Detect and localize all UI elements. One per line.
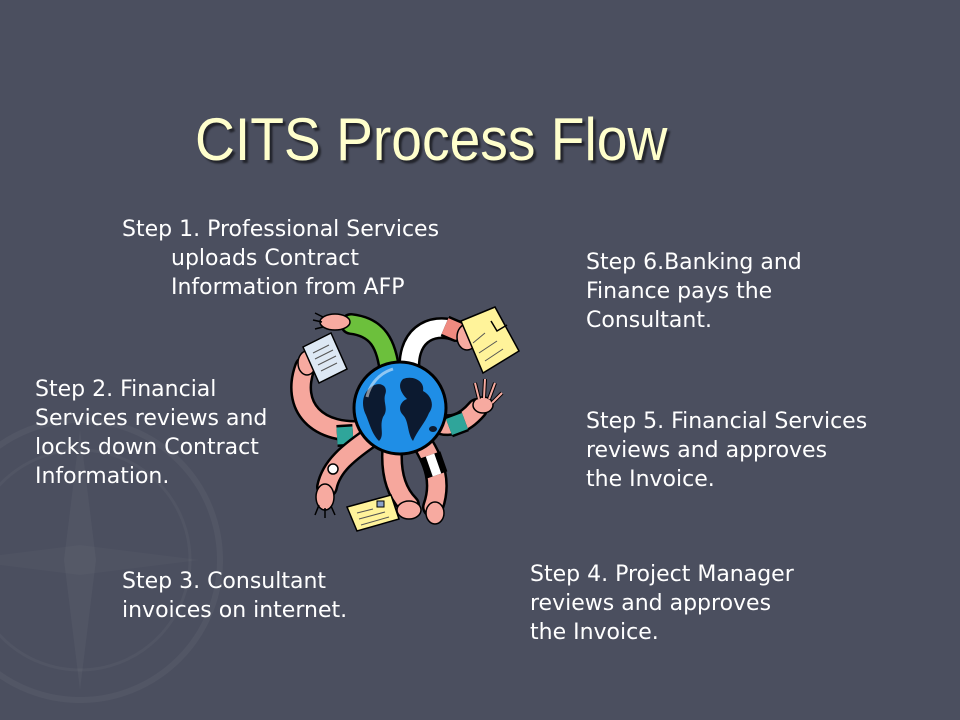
step-6-line: Consultant.	[586, 308, 712, 333]
step-4-line: Step 4. Project Manager	[530, 562, 794, 587]
bottom-left-hand	[314, 483, 336, 518]
step-1-line: Step 1. Professional Services	[122, 217, 440, 242]
bottom-right-hand	[425, 501, 445, 525]
step-4-line: reviews and approves	[530, 591, 772, 616]
yellow-document-icon	[460, 306, 521, 375]
bottom-hand	[396, 500, 422, 520]
globe-continent	[363, 384, 386, 441]
step-6-line: Finance pays the	[586, 279, 773, 304]
documents	[302, 306, 521, 532]
globe-continent	[400, 377, 432, 441]
globe-icon	[352, 360, 448, 456]
step-1-line: uploads Contract	[171, 246, 360, 271]
step-5-line: the Invoice.	[586, 467, 715, 492]
step-3-line: Step 3. Consultant	[122, 569, 327, 594]
step-2-line: Services reviews and	[35, 406, 268, 431]
left-arm	[290, 356, 381, 447]
top-left-hand	[312, 312, 351, 331]
step-5-line: reviews and approves	[586, 438, 828, 463]
step-6-text: Step 6.Banking and Finance pays the Cons…	[586, 248, 802, 335]
step-1-line: Information from AFP	[171, 275, 405, 300]
step-2-line: locks down Contract	[35, 435, 259, 460]
step-4-text: Step 4. Project Manager reviews and appr…	[530, 560, 794, 647]
step-3-line: invoices on internet.	[122, 598, 348, 623]
globe-island	[429, 426, 437, 432]
right-hand	[472, 378, 504, 414]
step-5-line: Step 5. Financial Services	[586, 409, 868, 434]
step-2-text: Step 2. Financial Services reviews and l…	[35, 375, 267, 491]
step-3-text: Step 3. Consultant invoices on internet.	[122, 567, 347, 625]
wristwatch-icon	[327, 463, 339, 475]
step-2-line: Step 2. Financial	[35, 377, 217, 402]
step-6-line: Step 6.Banking and	[586, 250, 802, 275]
slide-title: CITS Process Flow	[195, 106, 668, 173]
blue-document-icon	[302, 331, 348, 385]
step-2-line: Information.	[35, 464, 170, 489]
step-5-text: Step 5. Financial Services reviews and a…	[586, 407, 867, 494]
step-1-text: Step 1. Professional Services uploads Co…	[122, 215, 439, 302]
invoice-document-icon	[345, 494, 400, 532]
globe-hands-exchanging-documents-icon	[290, 306, 521, 532]
step-4-line: the Invoice.	[530, 620, 659, 645]
